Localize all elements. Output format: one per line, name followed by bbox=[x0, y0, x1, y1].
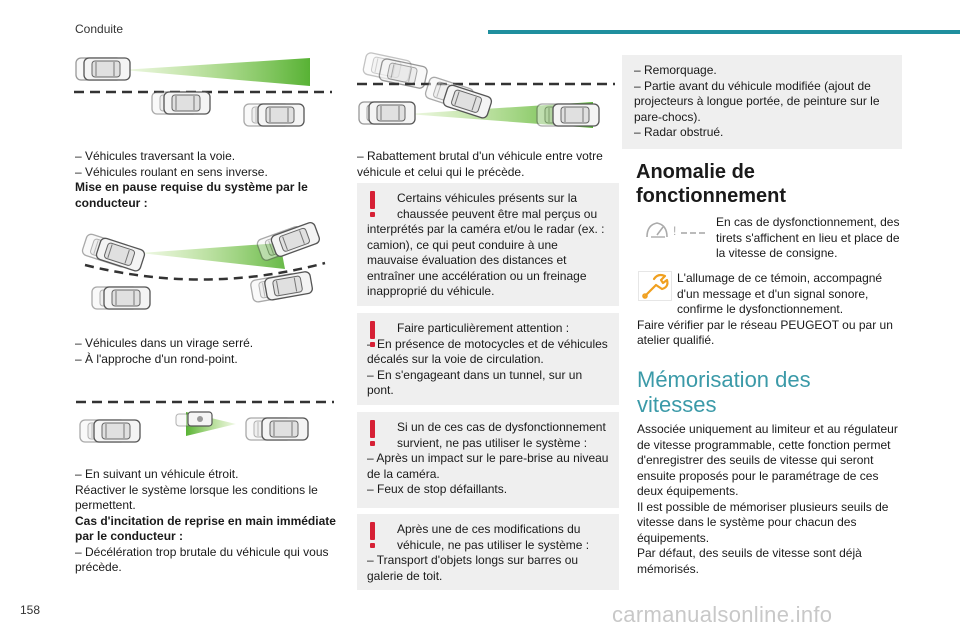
list-item: – Partie avant du véhicule modifiée (ajo… bbox=[634, 78, 880, 124]
illustration-narrow-vehicle bbox=[76, 400, 334, 443]
list-item: – À l'approche d'un rond-point. bbox=[75, 351, 238, 366]
warning-icon bbox=[369, 191, 375, 217]
illustration-cut-in bbox=[357, 51, 615, 128]
illustration-crossing-vehicles bbox=[74, 57, 332, 127]
memo-heading: Mémorisation des vitesses bbox=[637, 367, 811, 417]
warning-text: Si un de ces cas de dysfonctionnement su… bbox=[397, 420, 606, 450]
list-item: – Décélération trop brutale du véhicule … bbox=[75, 544, 329, 575]
memo-paragraph: Associée uniquement au limiteur et au ré… bbox=[637, 422, 898, 498]
illustration-tight-curve bbox=[80, 220, 326, 310]
warning-text: interprétés par la caméra et/ou le radar… bbox=[367, 222, 605, 298]
warning-text: – En s'engageant dans un tunnel, sur un … bbox=[367, 367, 583, 398]
warning-text: Après une de ces modifications du véhicu… bbox=[397, 522, 590, 552]
warning-box: Certains véhicules présents sur la chaus… bbox=[357, 183, 619, 306]
list-item: – Véhicules traversant la voie. bbox=[75, 149, 236, 163]
warning-text: – En présence de motocycles et de véhicu… bbox=[367, 336, 608, 367]
memo-paragraph: Par défaut, des seuils de vitesse sont d… bbox=[637, 546, 862, 576]
warning-box: Si un de ces cas de dysfonctionnement su… bbox=[357, 412, 619, 508]
list-item: – Remorquage. bbox=[634, 63, 717, 77]
list-item: – Radar obstrué. bbox=[634, 125, 724, 139]
incitation-heading: Cas d'incitation de reprise en main immé… bbox=[75, 513, 336, 544]
warning-text: – Feux de stop défaillants. bbox=[367, 482, 508, 496]
speedometer-dashes-icon: ! bbox=[646, 222, 705, 238]
warning-icon bbox=[369, 321, 375, 347]
page-number: 158 bbox=[20, 603, 41, 617]
warning-box: Après une de ces modifications du véhicu… bbox=[357, 514, 619, 590]
list-item: – Véhicules dans un virage serré. bbox=[75, 336, 254, 350]
warning-icon bbox=[369, 420, 375, 446]
info-box: – Remorquage. – Partie avant du véhicule… bbox=[622, 55, 902, 149]
warning-text: Faire particulièrement attention : bbox=[397, 321, 570, 335]
reactivate-text: Réactiver le système lorsque les conditi… bbox=[75, 482, 318, 513]
wrench-warning-icon bbox=[638, 271, 672, 301]
warning-text: – Transport d'objets longs sur barres ou… bbox=[367, 553, 579, 583]
warning-text: Certains véhicules présents sur la chaus… bbox=[397, 191, 598, 221]
anomalie-icon2-text: L'allumage de ce témoin, accompagné d'un… bbox=[677, 271, 883, 316]
warning-icon bbox=[369, 522, 375, 548]
watermark: carmanualsonline.info bbox=[612, 602, 833, 627]
list-item: – Rabattement brutal d'un véhicule entre… bbox=[357, 149, 603, 179]
anomalie-icon1-text: En cas de dysfonctionnement, des tirets … bbox=[716, 215, 900, 260]
anomalie-heading: Anomalie de fonctionnement bbox=[636, 161, 786, 207]
list-item: – Véhicules roulant en sens inverse. bbox=[75, 164, 268, 179]
section-title: Conduite bbox=[75, 22, 124, 36]
pause-heading: Mise en pause requise du système par le … bbox=[75, 180, 308, 210]
svg-text:!: ! bbox=[673, 224, 676, 238]
memo-paragraph: Il est possible de mémoriser plusieurs s… bbox=[637, 499, 889, 545]
warning-text: – Après un impact sur le pare-brise au n… bbox=[367, 451, 609, 481]
list-item: – En suivant un véhicule étroit. bbox=[75, 467, 239, 481]
warning-box: Faire particulièrement attention : – En … bbox=[357, 313, 619, 405]
header-accent-bar bbox=[488, 30, 960, 34]
anomalie-followup: Faire vérifier par le réseau PEUGEOT ou … bbox=[637, 317, 893, 348]
